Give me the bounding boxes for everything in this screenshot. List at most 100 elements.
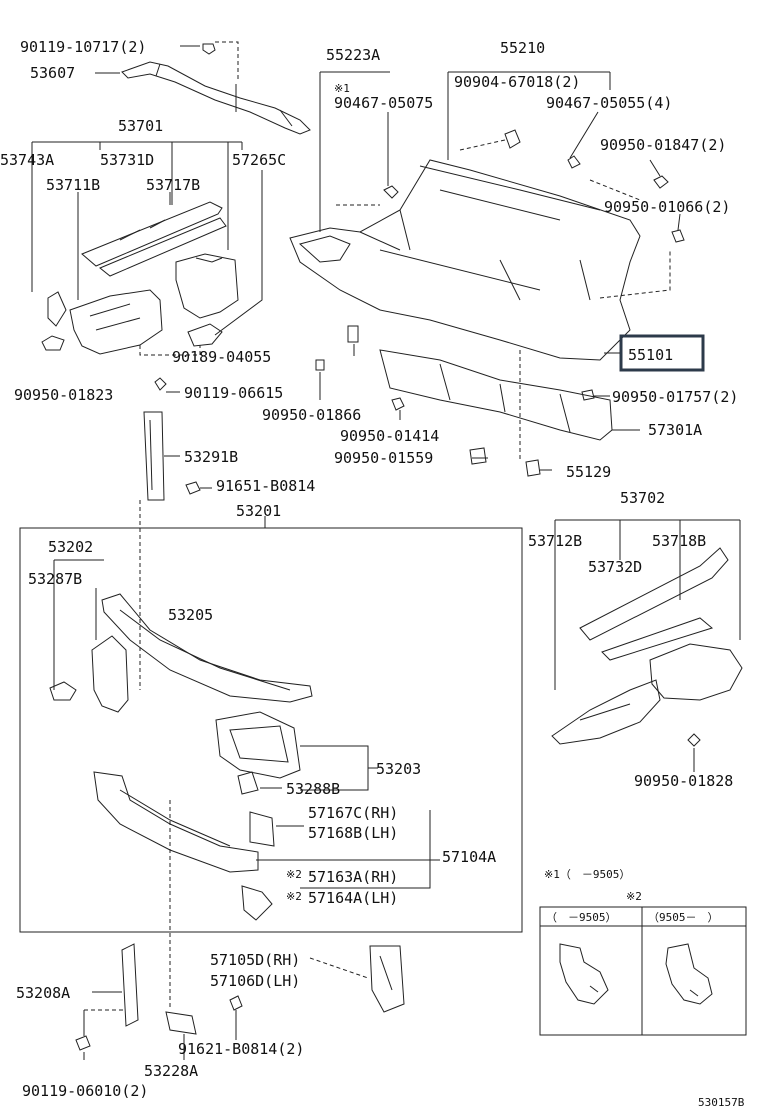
label-57164A: 57164A(LH) (308, 889, 398, 907)
label-90950-01066: 90950-01066(2) (604, 198, 730, 216)
label-53607: 53607 (30, 64, 75, 82)
note1-mark-55223A: ※1 (334, 82, 350, 95)
label-90119-10717: 90119-10717(2) (20, 38, 146, 56)
frame-53201 (19, 527, 523, 933)
note-col-late: （9505－ ） (648, 911, 719, 924)
label-57104A: 57104A (442, 848, 496, 866)
label-90189-04055: 90189-04055 (172, 348, 271, 366)
label-55101: 55101 (628, 346, 673, 364)
part-53711B-side (69, 289, 163, 355)
label-53208A: 53208A (16, 984, 70, 1002)
label-53201: 53201 (236, 502, 281, 520)
part-57105D-bracket (369, 945, 405, 1013)
label-53712B: 53712B (528, 532, 582, 550)
part-53607-brace (121, 61, 311, 135)
label-90950-01866: 90950-01866 (262, 406, 361, 424)
clip-90950-01847 (653, 175, 669, 189)
bolt-90467-05055 (567, 155, 581, 169)
plug-90950-01066 (671, 229, 685, 243)
note-part-late (665, 943, 713, 1005)
label-53717B: 53717B (146, 176, 200, 194)
clip-90189-04055 (187, 323, 223, 347)
part-57167C (249, 811, 275, 847)
clip-53287B (49, 681, 77, 701)
part-53732D-extension (649, 643, 743, 701)
part-53718B-panel (579, 547, 729, 661)
label-91621-B0814: 91621-B0814(2) (178, 1040, 304, 1058)
clip-55129 (525, 459, 541, 477)
note1-legend: ※1（ －9505） (544, 868, 630, 881)
part-57265C-extension (175, 253, 239, 319)
part-53228A (165, 1011, 197, 1035)
label-53205: 53205 (168, 606, 213, 624)
label-53718B: 53718B (652, 532, 706, 550)
clip-90189-04055-center (347, 325, 359, 343)
clip-90950-01823 (41, 335, 65, 351)
label-53702: 53702 (620, 489, 665, 507)
part-53731D-panel (81, 201, 227, 277)
label-53202: 53202 (48, 538, 93, 556)
note-box (539, 906, 747, 1036)
note2-legend: ※2 (626, 890, 642, 903)
label-90467-05055: 90467-05055(4) (546, 94, 672, 112)
part-53291B-brace (143, 411, 165, 501)
clip-90950-01866 (315, 359, 325, 371)
label-57163A: 57163A(RH) (308, 868, 398, 886)
label-90950-01414: 90950-01414 (340, 427, 439, 445)
label-55223A: 55223A (326, 46, 380, 64)
bolt-90119-06010 (75, 1035, 91, 1051)
label-53701: 53701 (118, 117, 163, 135)
label-53228A: 53228A (144, 1062, 198, 1080)
label-53732D: 53732D (588, 558, 642, 576)
label-57301A: 57301A (648, 421, 702, 439)
bolt-90467-05075 (383, 185, 399, 199)
plug-90950-01757 (581, 389, 595, 401)
label-53203: 53203 (376, 760, 421, 778)
clip-53743A (47, 291, 67, 327)
label-53291B: 53291B (184, 448, 238, 466)
clip-90950-01828 (687, 733, 701, 747)
label-57168B: 57168B(LH) (308, 824, 398, 842)
part-53712B-side (551, 679, 661, 745)
part-57301A-member (379, 349, 613, 441)
highlight-55101 (619, 334, 705, 372)
label-90950-01823: 90950-01823 (14, 386, 113, 404)
label-90950-01757: 90950-01757(2) (612, 388, 738, 406)
label-90950-01847: 90950-01847(2) (600, 136, 726, 154)
label-90119-06615: 90119-06615 (184, 384, 283, 402)
bolt-90119-10717 (202, 43, 216, 55)
label-55210: 55210 (500, 39, 545, 57)
label-90467-05075: 90467-05075 (334, 94, 433, 112)
label-53731D: 53731D (100, 151, 154, 169)
plug-90950-01559 (469, 447, 487, 465)
part-55101-dash-panel (289, 159, 641, 361)
note2-mark-57163A: ※2 (286, 868, 302, 881)
part-53202-side (91, 635, 129, 713)
bolt-91651-B0814 (185, 481, 201, 495)
label-57167C: 57167C(RH) (308, 804, 398, 822)
clip-53288B (237, 771, 259, 795)
bolt-91621-B0814 (229, 995, 243, 1011)
part-57104A-crossmember (93, 771, 259, 873)
label-90119-06010: 90119-06010(2) (22, 1082, 148, 1100)
label-53287B: 53287B (28, 570, 82, 588)
label-57106D: 57106D(LH) (210, 972, 300, 990)
note-col-early: （ －9505） (546, 911, 617, 924)
clip-90950-01414 (391, 397, 405, 411)
label-55129: 55129 (566, 463, 611, 481)
label-90904-67018: 90904-67018(2) (454, 73, 580, 91)
part-53205-upper-support (101, 593, 313, 703)
note2-mark-57164A: ※2 (286, 890, 302, 903)
label-53288B: 53288B (286, 780, 340, 798)
part-57163A (241, 885, 273, 921)
part-53208A-brace (121, 943, 139, 1027)
label-53743A: 53743A (0, 151, 54, 169)
clip-90904-67018 (504, 129, 521, 149)
label-90950-01559: 90950-01559 (334, 449, 433, 467)
label-57105D: 57105D(RH) (210, 951, 300, 969)
label-57265C: 57265C (232, 151, 286, 169)
diagram-code: 530157B (698, 1096, 745, 1109)
label-53711B: 53711B (46, 176, 100, 194)
label-91651-B0814: 91651-B0814 (216, 477, 315, 495)
